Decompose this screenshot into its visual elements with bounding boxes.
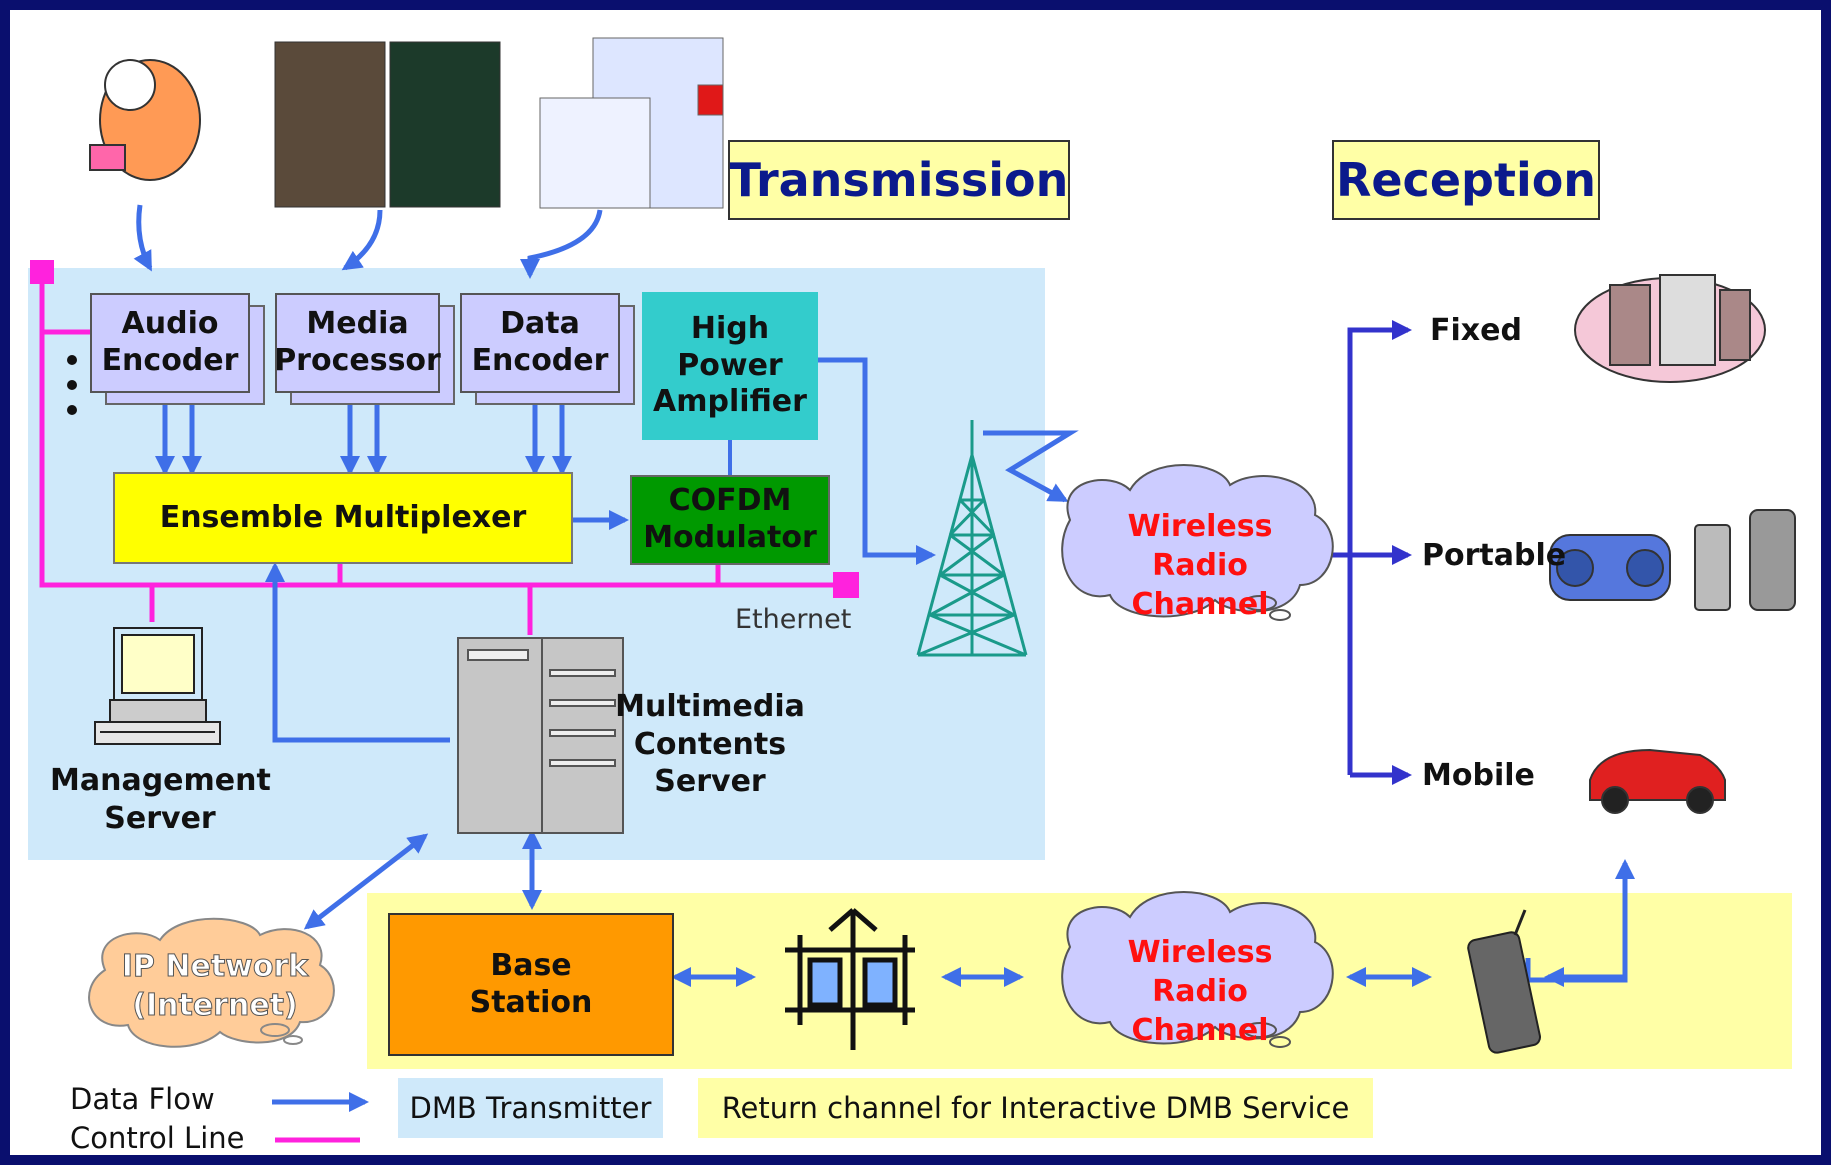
legend-data-flow: Data Flow bbox=[70, 1082, 215, 1116]
cofdm-modulator-block: COFDM Modulator bbox=[630, 475, 830, 565]
data-encoder-block: Data Encoder bbox=[460, 293, 620, 393]
audio-encoder-block: Audio Encoder bbox=[90, 293, 250, 393]
control-line-network bbox=[39, 275, 845, 635]
transmission-header: Transmission bbox=[728, 140, 1070, 220]
reception-header: Reception bbox=[1332, 140, 1600, 220]
base-station-antenna-icon bbox=[785, 908, 915, 1050]
media-processor-block: Media Processor bbox=[274, 293, 441, 393]
ip-network-cloud bbox=[88, 917, 335, 1048]
fixed-label: Fixed bbox=[1430, 313, 1522, 348]
multimedia-server-cabinet-icon bbox=[457, 637, 624, 834]
wireless-cloud-bottom bbox=[1061, 891, 1334, 1048]
antenna-tower-icon bbox=[916, 420, 1028, 657]
ensemble-multiplexer-block: Ensemble Multiplexer bbox=[113, 472, 573, 564]
data-screens-image bbox=[539, 37, 724, 209]
high-power-amplifier-block: High Power Amplifier bbox=[642, 292, 818, 440]
legend-return-channel: Return channel for Interactive DMB Servi… bbox=[698, 1078, 1373, 1138]
announcer-icon bbox=[89, 59, 201, 181]
ethernet-terminal bbox=[833, 572, 859, 598]
legend-control-line: Control Line bbox=[70, 1121, 245, 1155]
mobile-label: Mobile bbox=[1422, 758, 1535, 793]
diagram-connectors bbox=[30, 37, 1796, 1143]
ethernet-label: Ethernet bbox=[735, 604, 852, 635]
cell-phone-icon bbox=[1467, 909, 1542, 1054]
mobile-car-icon bbox=[1589, 748, 1726, 814]
movie-posters-image bbox=[274, 41, 501, 208]
wireless-cloud-top bbox=[1061, 464, 1334, 621]
portable-devices-icon bbox=[1549, 509, 1796, 611]
wireless-radio-channel-bottom-label: Wireless Radio Channel bbox=[1127, 935, 1273, 1048]
data-flow-arrows bbox=[133, 204, 1635, 987]
multimedia-contents-server-label: Multimedia Contents Server bbox=[615, 689, 805, 799]
portable-label: Portable bbox=[1422, 538, 1567, 573]
ip-network-label: IP Network (Internet) bbox=[121, 949, 309, 1024]
management-server-label: Management Server bbox=[50, 763, 271, 836]
fixed-stereo-icon bbox=[1574, 274, 1766, 383]
management-server-computer-icon bbox=[94, 627, 221, 745]
control-line-terminal bbox=[30, 260, 54, 284]
base-station-block: Base Station bbox=[388, 913, 674, 1056]
legend-dmb-transmitter: DMB Transmitter bbox=[398, 1078, 663, 1138]
dmb-system-diagram: Transmission Reception Audio Encoder Med… bbox=[10, 10, 1821, 1155]
wireless-radio-channel-top-label: Wireless Radio Channel bbox=[1127, 509, 1273, 622]
reception-arrows bbox=[1320, 320, 1412, 785]
